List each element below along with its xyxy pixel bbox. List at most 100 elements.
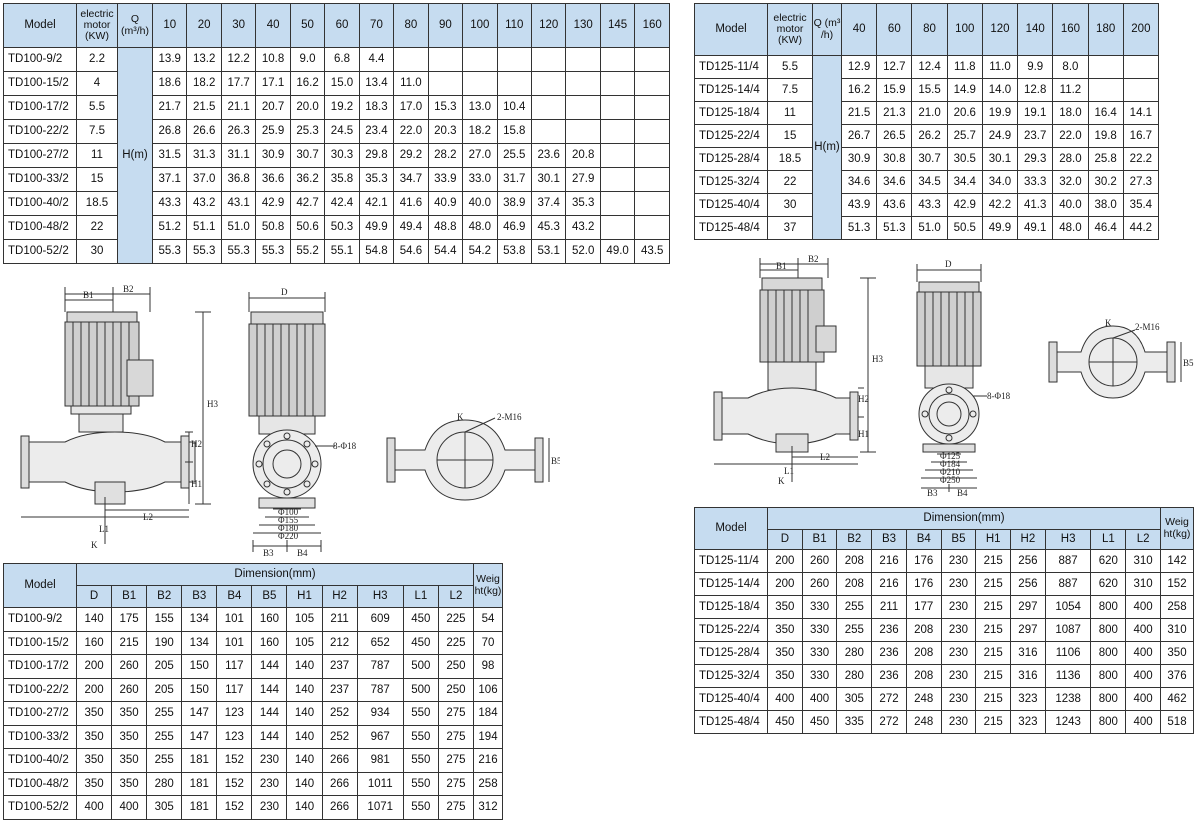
cell-head-value: 31.5: [151, 143, 188, 168]
cell-head-value: 49.1: [1017, 216, 1054, 240]
cell-head-value: 30.5: [946, 147, 983, 171]
cell-head-value: 12.2: [220, 47, 257, 72]
cell-model: TD125-28/4: [694, 641, 768, 665]
col-header-h2: H2: [321, 585, 358, 608]
cell-head-value: [599, 215, 636, 240]
cell-head-value: 42.1: [358, 191, 395, 216]
cell-dimension: 305: [146, 795, 183, 820]
cell-head-value: 18.2: [186, 71, 222, 96]
cell-dimension: 934: [356, 701, 404, 726]
cell-dimension: 215: [975, 618, 1012, 642]
cell-head-value: 55.3: [220, 239, 257, 264]
cell-dimension: 144: [251, 654, 288, 679]
cell-model: TD125-32/4: [694, 664, 768, 688]
cell-head-value: 40.0: [462, 191, 498, 216]
label-l1: L1: [99, 524, 109, 534]
cell-dimension: 350: [75, 771, 113, 796]
cell-weight: 258: [473, 771, 503, 796]
cell-head-value: [599, 71, 636, 96]
cell-head-value: 37.4: [530, 191, 567, 216]
cell-head-value: 16.7: [1122, 124, 1160, 148]
cell-head-value: 21.0: [911, 101, 948, 125]
cell-head-value: 13.9: [151, 47, 188, 72]
cell-dimension: 260: [801, 549, 838, 573]
cell-dimension: 450: [801, 710, 838, 734]
cell-head-value: 20.7: [255, 95, 291, 120]
cell-head-value: [1122, 55, 1160, 79]
cell-weight: 184: [473, 701, 503, 726]
cell-dimension: 230: [940, 641, 977, 665]
cell-dimension: 330: [801, 595, 838, 619]
label-d: D: [281, 287, 288, 297]
cell-dimension: 275: [437, 795, 475, 820]
cell-dimension: 255: [146, 724, 183, 749]
col-header-dimension: Dimension(mm): [76, 563, 474, 586]
cell-dimension: 400: [1125, 641, 1161, 665]
cell-head-value: 38.0: [1087, 193, 1124, 217]
cell-dimension: 123: [216, 701, 253, 726]
cell-model: TD100-40/2: [3, 191, 77, 216]
cell-dimension: 155: [146, 607, 183, 632]
cell-dimension: 200: [75, 654, 113, 679]
cell-head-value: 16.2: [289, 71, 326, 96]
cell-model: TD100-27/2: [3, 701, 77, 726]
cell-head-value: [530, 119, 567, 144]
label-dia4-td100: Φ220: [278, 531, 299, 541]
col-header-model: Model: [3, 3, 77, 48]
cell-dimension: 620: [1090, 572, 1127, 596]
cell-head-value: 51.3: [840, 216, 878, 240]
cell-head-value: 19.9: [981, 101, 1019, 125]
cell-dimension: 350: [111, 724, 148, 749]
label-b1: B1: [83, 290, 94, 300]
cell-dimension: 152: [216, 771, 253, 796]
cell-head-value: 11.0: [981, 55, 1019, 79]
cell-head-value: 37.0: [186, 167, 222, 192]
cell-head-value: 20.8: [565, 143, 601, 168]
cell-dimension: 272: [871, 710, 907, 734]
label-b4-125: B4: [957, 488, 968, 498]
cell-head-value: 51.0: [220, 215, 257, 240]
td125-front-view-drawing: D 8-Φ18 Φ125 Φ184 Φ210 Φ250 B3 B4: [916, 259, 1011, 498]
col-header-flow-value: 80: [393, 3, 429, 48]
cell-dimension: 140: [286, 701, 323, 726]
cell-head-value: [634, 71, 670, 96]
cell-dimension: 205: [146, 654, 183, 679]
cell-head-value: 31.1: [220, 143, 257, 168]
col-header-flow-value: 70: [358, 3, 395, 48]
cell-dimension: 400: [1125, 687, 1161, 711]
cell-head-value: 25.8: [1087, 147, 1124, 171]
col-header-flow-value: 50: [289, 3, 326, 48]
cell-head-value: [462, 47, 498, 72]
cell-head-value: 16.4: [1087, 101, 1124, 125]
cell-head-value: 34.5: [911, 170, 948, 194]
label-dia3-td125: Φ210: [940, 467, 961, 477]
cell-dimension: 280: [836, 641, 873, 665]
cell-dimension: 147: [181, 701, 218, 726]
cell-head-value: [1087, 78, 1124, 102]
cell-motor-kw: 7.5: [76, 119, 118, 144]
cell-dimension: 1087: [1044, 618, 1092, 642]
cell-head-value: [565, 47, 601, 72]
cell-model: TD125-40/4: [694, 193, 768, 217]
cell-dimension: 260: [801, 572, 838, 596]
cell-dimension: 190: [146, 630, 183, 655]
cell-dimension: 225: [437, 630, 475, 655]
cell-dimension: 230: [251, 771, 288, 796]
cell-dimension: 144: [251, 701, 288, 726]
cell-dimension: 105: [286, 630, 323, 655]
cell-head-value: 50.8: [255, 215, 291, 240]
cell-weight: 106: [473, 677, 503, 702]
cell-dimension: 200: [75, 677, 113, 702]
cell-head-value: 30.1: [530, 167, 567, 192]
cell-dimension: 230: [940, 618, 977, 642]
cell-model: TD100-15/2: [3, 630, 77, 655]
